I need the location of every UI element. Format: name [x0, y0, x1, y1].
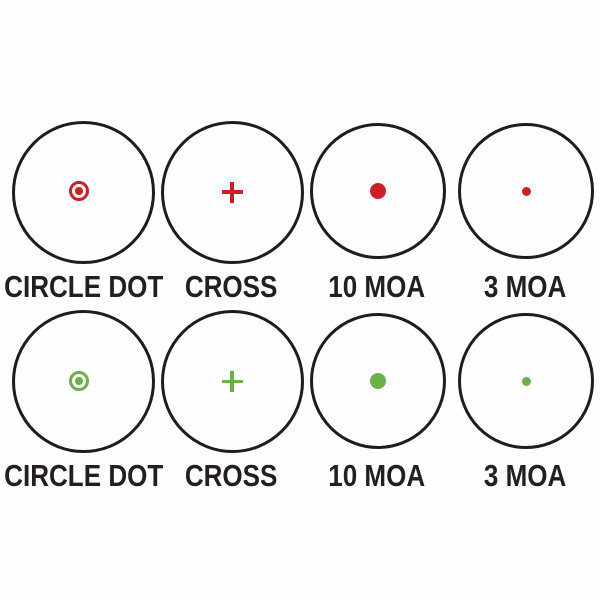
cross-reticle-icon — [221, 371, 243, 392]
scope-circle-red-cross — [160, 120, 304, 264]
label-green-cross: CROSS — [185, 458, 278, 493]
label-red-cross: CROSS — [185, 269, 278, 304]
scope-circle-green-3moa — [458, 313, 594, 449]
dot-3moa-reticle-icon — [521, 376, 531, 386]
circle-dot-reticle-icon — [69, 370, 89, 391]
label-red-10moa: 10 MOA — [328, 269, 426, 304]
circle-dot-reticle-icon — [69, 181, 89, 201]
scope-circle-green-10moa — [309, 313, 446, 449]
label-red-3moa: 3 MOA — [484, 269, 567, 304]
dot-10moa-reticle-icon — [369, 373, 386, 389]
circle-dot-center-dot — [75, 187, 83, 195]
scope-circle-red-3moa — [458, 123, 594, 259]
scope-circle-red-circle-dot — [11, 120, 155, 264]
cross-reticle-icon — [221, 181, 243, 203]
dot-3moa-reticle-icon — [521, 186, 531, 196]
label-green-3moa: 3 MOA — [484, 458, 567, 493]
label-green-circle-dot: CIRCLE DOT — [4, 458, 164, 493]
scope-circle-red-10moa — [309, 123, 446, 259]
circle-dot-center-dot — [75, 376, 83, 385]
dot-10moa-reticle-icon — [369, 183, 386, 199]
scope-circle-green-circle-dot — [11, 310, 155, 453]
label-red-circle-dot: CIRCLE DOT — [4, 269, 164, 304]
scope-circle-green-cross — [160, 310, 304, 453]
label-green-10moa: 10 MOA — [328, 458, 426, 493]
